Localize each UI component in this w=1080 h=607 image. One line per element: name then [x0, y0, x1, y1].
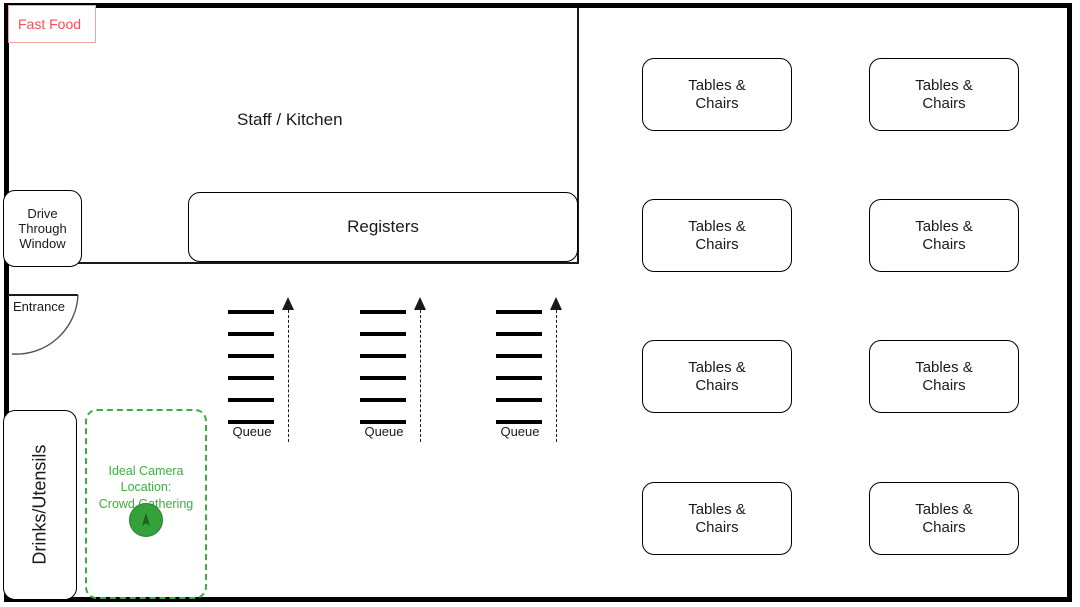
queue-group-2: Queue — [360, 296, 438, 446]
queue-barrier — [228, 376, 274, 380]
queue-barrier — [228, 354, 274, 358]
table-chairs-label: Tables & Chairs — [915, 358, 973, 394]
entrance-door[interactable]: Entrance — [8, 294, 80, 356]
entrance-header-line — [8, 294, 78, 296]
table-chairs-box[interactable]: Tables & Chairs — [642, 340, 792, 413]
staff-kitchen-label: Staff / Kitchen — [237, 110, 343, 129]
queue-label: Queue — [232, 424, 272, 439]
room-registers[interactable]: Registers — [188, 192, 578, 262]
queue-direction-line — [420, 310, 421, 442]
table-chairs-box[interactable]: Tables & Chairs — [642, 199, 792, 272]
table-chairs-label: Tables & Chairs — [688, 217, 746, 253]
drinks-utensils-label: Drinks/Utensils — [29, 444, 50, 566]
entrance-label: Entrance — [13, 299, 66, 314]
door-swing-arc-icon — [11, 294, 79, 355]
table-chairs-box[interactable]: Tables & Chairs — [869, 58, 1019, 131]
camera-cone-icon[interactable] — [129, 503, 163, 537]
building-outer-wall — [4, 3, 1072, 602]
title-text: Fast Food — [18, 16, 82, 32]
camera-zone-label: Ideal Camera Location: Crowd Gathering — [98, 464, 194, 511]
queue-barrier — [360, 376, 406, 380]
table-chairs-box[interactable]: Tables & Chairs — [869, 199, 1019, 272]
table-chairs-label: Tables & Chairs — [688, 500, 746, 536]
room-drinks-utensils[interactable]: Drinks/Utensils — [3, 410, 77, 600]
queue-label: Queue — [364, 424, 404, 439]
ideal-camera-zone[interactable]: Ideal Camera Location: Crowd Gathering — [85, 409, 207, 599]
queue-direction-arrow-icon — [282, 297, 294, 310]
page-title: Fast Food — [8, 5, 96, 43]
queue-barrier — [360, 398, 406, 402]
table-chairs-label: Tables & Chairs — [688, 358, 746, 394]
queue-direction-line — [288, 310, 289, 442]
queue-barrier — [360, 420, 406, 424]
queue-barrier — [496, 398, 542, 402]
queue-direction-arrow-icon — [550, 297, 562, 310]
table-chairs-box[interactable]: Tables & Chairs — [642, 58, 792, 131]
registers-label: Registers — [347, 216, 419, 236]
kitchen-right-wall — [577, 8, 579, 264]
table-chairs-label: Tables & Chairs — [915, 76, 973, 112]
table-chairs-label: Tables & Chairs — [915, 500, 973, 536]
drive-through-label: Drive Through Window — [18, 205, 67, 252]
queue-barrier — [228, 420, 274, 424]
queue-barrier — [360, 332, 406, 336]
queue-barrier — [496, 354, 542, 358]
queue-group-1: Queue — [228, 296, 306, 446]
table-chairs-label: Tables & Chairs — [915, 217, 973, 253]
table-chairs-box[interactable]: Tables & Chairs — [869, 340, 1019, 413]
room-drive-through-window[interactable]: Drive Through Window — [3, 190, 82, 267]
queue-barrier — [496, 310, 542, 314]
queue-barrier — [360, 310, 406, 314]
queue-direction-line — [556, 310, 557, 442]
queue-barrier — [496, 332, 542, 336]
queue-barrier — [496, 420, 542, 424]
queue-group-3: Queue — [496, 296, 574, 446]
queue-barrier — [228, 398, 274, 402]
table-chairs-label: Tables & Chairs — [688, 76, 746, 112]
kitchen-bottom-wall — [8, 262, 578, 264]
queue-direction-arrow-icon — [414, 297, 426, 310]
queue-label: Queue — [500, 424, 540, 439]
queue-barrier — [496, 376, 542, 380]
queue-barrier — [228, 310, 274, 314]
queue-barrier — [228, 332, 274, 336]
table-chairs-box[interactable]: Tables & Chairs — [642, 482, 792, 555]
table-chairs-box[interactable]: Tables & Chairs — [869, 482, 1019, 555]
queue-barrier — [360, 354, 406, 358]
